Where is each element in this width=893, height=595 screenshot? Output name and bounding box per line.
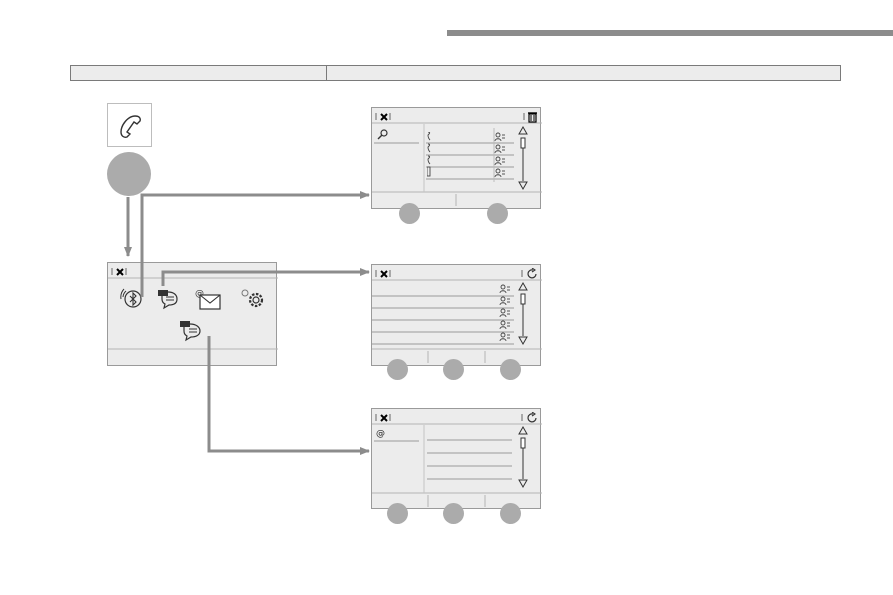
search-icon[interactable] bbox=[377, 129, 389, 141]
email-screen: @ bbox=[371, 408, 542, 509]
scrollbar[interactable] bbox=[517, 282, 529, 348]
messages-menu-screen: @ bbox=[107, 262, 278, 366]
email-account-label: @ bbox=[376, 429, 385, 439]
bluetooth-icon[interactable] bbox=[120, 287, 144, 309]
close-icon[interactable] bbox=[379, 112, 389, 122]
sms-message-icon[interactable] bbox=[156, 287, 182, 311]
close-icon[interactable] bbox=[115, 267, 125, 277]
top-rule bbox=[447, 30, 893, 36]
close-icon[interactable] bbox=[379, 269, 389, 279]
sms-button-3[interactable] bbox=[500, 359, 521, 380]
email-button-3[interactable] bbox=[500, 503, 521, 524]
header-cell-2 bbox=[327, 66, 840, 80]
phone-button[interactable] bbox=[107, 103, 152, 147]
email-envelope-icon[interactable]: @ bbox=[194, 287, 222, 311]
phone-handset-icon bbox=[120, 115, 141, 138]
email-button-2[interactable] bbox=[443, 503, 464, 524]
refresh-icon[interactable] bbox=[526, 412, 538, 424]
contact-list-icons bbox=[499, 284, 510, 342]
scrollbar[interactable] bbox=[517, 426, 529, 490]
call-log-button-2[interactable] bbox=[487, 203, 508, 224]
email-button-1[interactable] bbox=[387, 503, 408, 524]
sms-button-1[interactable] bbox=[387, 359, 408, 380]
phone-source-indicator bbox=[107, 152, 151, 196]
call-log-button-1[interactable] bbox=[399, 203, 420, 224]
header-table bbox=[70, 65, 841, 81]
call-log-rows bbox=[427, 132, 505, 178]
trash-icon[interactable] bbox=[526, 111, 538, 123]
sms-button-2[interactable] bbox=[443, 359, 464, 380]
header-cell-1 bbox=[71, 66, 327, 80]
settings-gear-icon[interactable] bbox=[238, 287, 266, 309]
sms-screen bbox=[371, 264, 542, 366]
call-log-screen bbox=[371, 107, 542, 209]
refresh-icon[interactable] bbox=[526, 268, 538, 280]
scrollbar[interactable] bbox=[517, 126, 529, 192]
close-icon[interactable] bbox=[379, 413, 389, 423]
chat-messages-icon[interactable] bbox=[178, 319, 208, 343]
